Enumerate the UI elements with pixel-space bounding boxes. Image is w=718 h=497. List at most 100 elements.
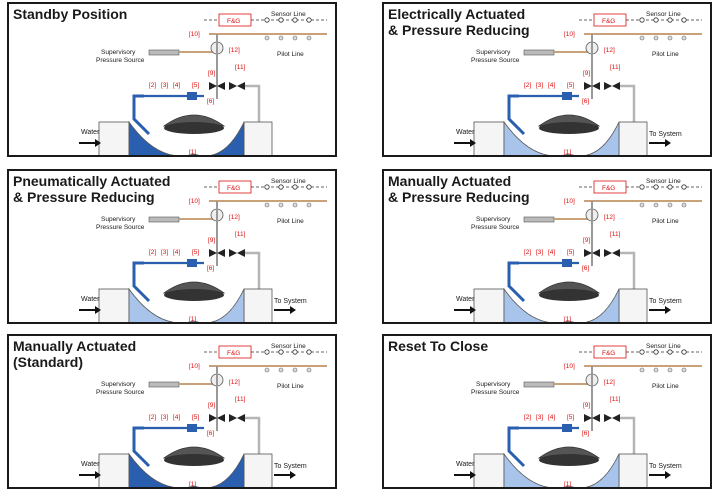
to-system-arrow [649, 306, 671, 314]
outlet-flange [618, 453, 648, 487]
sensor-line-label: Sensor Line [271, 178, 306, 185]
callout-1: [1] [189, 481, 196, 488]
callout-9: [9] [583, 237, 590, 244]
callout-2: [2] [149, 249, 156, 256]
sensor-node [667, 184, 673, 190]
inlet-flange [473, 288, 505, 322]
callout-9: [9] [583, 70, 590, 77]
sprinkler-head [306, 35, 312, 41]
callout-5: [5] [192, 82, 199, 89]
callout-11: [11] [235, 231, 246, 238]
strainer [562, 424, 572, 432]
callout-2: [2] [524, 414, 531, 421]
sensor-node [264, 349, 270, 355]
sprinkler-head [653, 202, 659, 208]
sprinkler-head [681, 367, 687, 373]
trim-valve-icon [584, 82, 600, 90]
panel-title: Manually Actuated & Pressure Reducing [388, 173, 530, 205]
sprinkler-head [653, 367, 659, 373]
deluge-valve-body [503, 120, 620, 155]
deluge-valve-body [128, 287, 245, 322]
sprinkler-head [278, 367, 284, 373]
to-system-arrow [274, 306, 296, 314]
sensor-line-label: Sensor Line [646, 343, 681, 350]
callout-11: [11] [610, 64, 621, 71]
sensor-line-label: Sensor Line [271, 343, 306, 350]
sprinkler-head [681, 202, 687, 208]
callout-11: [11] [235, 64, 246, 71]
supervisory-pipe [148, 381, 180, 388]
callout-10: [10] [189, 31, 200, 38]
trim-valve-icon [229, 249, 245, 257]
trim-valve-icon [209, 82, 225, 90]
feed-line [132, 261, 151, 303]
callout-5: [5] [567, 82, 574, 89]
water-label: Water [81, 296, 100, 303]
panel-electrically-actuated: Electrically Actuated & Pressure Reducin… [382, 2, 712, 157]
sprinkler-head [264, 35, 270, 41]
sensor-node [667, 349, 673, 355]
outlet-flange [243, 288, 273, 322]
panel-title: Electrically Actuated & Pressure Reducin… [388, 6, 530, 38]
supervisory-pipe [523, 381, 555, 388]
pressure-source-label: Pressure Source [96, 57, 145, 64]
supervisory-label: Supervisory [101, 49, 136, 56]
trim-valve-icon [229, 82, 245, 90]
water-label: Water [456, 296, 475, 303]
callout-6: [6] [207, 265, 214, 272]
pressure-source-label: Pressure Source [471, 57, 520, 64]
pilot-line-label: Pilot Line [277, 218, 304, 225]
fg-label: F&G [602, 350, 615, 357]
callout-5: [5] [567, 249, 574, 256]
callout-3: [3] [161, 414, 168, 421]
callout-10: [10] [564, 198, 575, 205]
diaphragm [164, 289, 224, 301]
sensor-node [639, 349, 645, 355]
sprinkler-head [639, 202, 645, 208]
diaphragm [539, 454, 599, 466]
outlet-flange [618, 288, 648, 322]
sensor-node [292, 184, 298, 190]
callout-3: [3] [161, 249, 168, 256]
callout-10: [10] [189, 363, 200, 370]
outlet-flange [243, 121, 273, 155]
sprinkler-head [264, 202, 270, 208]
panel-title: Pneumatically Actuated & Pressure Reduci… [13, 173, 171, 205]
fg-label: F&G [602, 18, 615, 25]
callout-3: [3] [536, 414, 543, 421]
feed-line [132, 94, 151, 136]
sprinkler-head [292, 35, 298, 41]
sensor-node [292, 349, 298, 355]
callout-9: [9] [583, 402, 590, 409]
callout-5: [5] [567, 414, 574, 421]
callout-10: [10] [564, 31, 575, 38]
inlet-flange [98, 288, 130, 322]
diaphragm [164, 454, 224, 466]
strainer [187, 424, 197, 432]
strainer [562, 92, 572, 100]
callout-12: [12] [229, 379, 240, 386]
callout-9: [9] [208, 70, 215, 77]
inlet-flange [473, 121, 505, 155]
sensor-line-label: Sensor Line [646, 11, 681, 18]
pilot-line-label: Pilot Line [652, 218, 679, 225]
callout-4: [4] [173, 82, 180, 89]
sensor-node [278, 349, 284, 355]
sensor-line-label: Sensor Line [271, 11, 306, 18]
supervisory-pipe [523, 216, 555, 223]
inlet-flange [98, 453, 130, 487]
sprinkler-head [667, 202, 673, 208]
callout-4: [4] [548, 249, 555, 256]
callout-4: [4] [173, 414, 180, 421]
callout-4: [4] [173, 249, 180, 256]
sensor-line-label: Sensor Line [646, 178, 681, 185]
sprinkler-head [306, 367, 312, 373]
strainer [187, 259, 197, 267]
sprinkler-head [292, 202, 298, 208]
pilot-line-label: Pilot Line [652, 383, 679, 390]
water-inlet-arrow [454, 471, 476, 479]
